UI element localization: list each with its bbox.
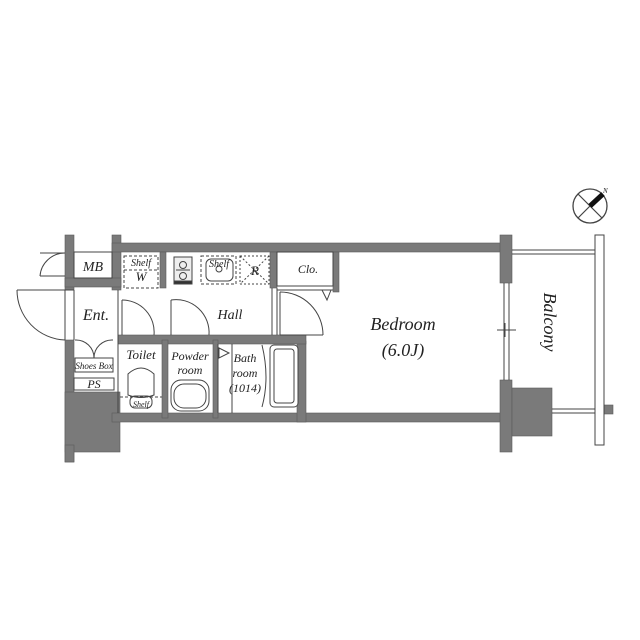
label-bedroom-size: (6.0J) bbox=[382, 340, 424, 361]
label-shelf-w-w: W bbox=[136, 269, 148, 284]
label-entrance: Ent. bbox=[82, 307, 109, 324]
kitchen-sink-icon bbox=[200, 255, 237, 285]
label-ps: PS bbox=[86, 377, 100, 391]
balcony-railing bbox=[594, 234, 605, 446]
label-hall: Hall bbox=[217, 308, 243, 323]
label-mb: MB bbox=[82, 260, 104, 275]
label-bath-size: (1014) bbox=[229, 381, 261, 395]
label-shelf-w-shelf: Shelf bbox=[131, 258, 152, 269]
structural-walls bbox=[64, 234, 614, 463]
label-toilet-shelf: Shelf bbox=[133, 400, 151, 409]
fixtures bbox=[73, 251, 334, 412]
label-kitchen-shelf: Shelf bbox=[209, 259, 230, 270]
label-balcony: Balcony bbox=[540, 293, 560, 352]
shelf-w-outline bbox=[123, 255, 159, 289]
compass-north-label: N bbox=[602, 187, 608, 195]
label-powder-room-1: Powder bbox=[170, 349, 209, 363]
label-bedroom: Bedroom bbox=[370, 314, 435, 334]
room-labels: MB Ent. Shoes Box PS Shelf W Shelf R Hal… bbox=[75, 258, 560, 409]
label-powder-room-2: room bbox=[178, 363, 203, 377]
label-shoes-box: Shoes Box bbox=[75, 361, 112, 371]
wash-basin-icon bbox=[170, 379, 210, 412]
bathtub-icon bbox=[261, 344, 299, 408]
refrigerator-icon bbox=[239, 255, 270, 285]
label-refrigerator: R bbox=[250, 263, 259, 278]
label-closet: Clo. bbox=[298, 262, 318, 276]
label-bath-2: room bbox=[233, 366, 258, 380]
toilet-icon bbox=[120, 367, 162, 409]
interior-lines bbox=[20, 249, 595, 414]
stove-icon bbox=[173, 256, 193, 285]
compass-icon: N bbox=[572, 187, 608, 224]
ps-outline bbox=[73, 377, 115, 391]
label-bath-1: Bath bbox=[234, 351, 257, 365]
doors bbox=[16, 252, 332, 359]
shoes-box-outline bbox=[74, 357, 114, 373]
label-toilet: Toilet bbox=[126, 347, 156, 362]
